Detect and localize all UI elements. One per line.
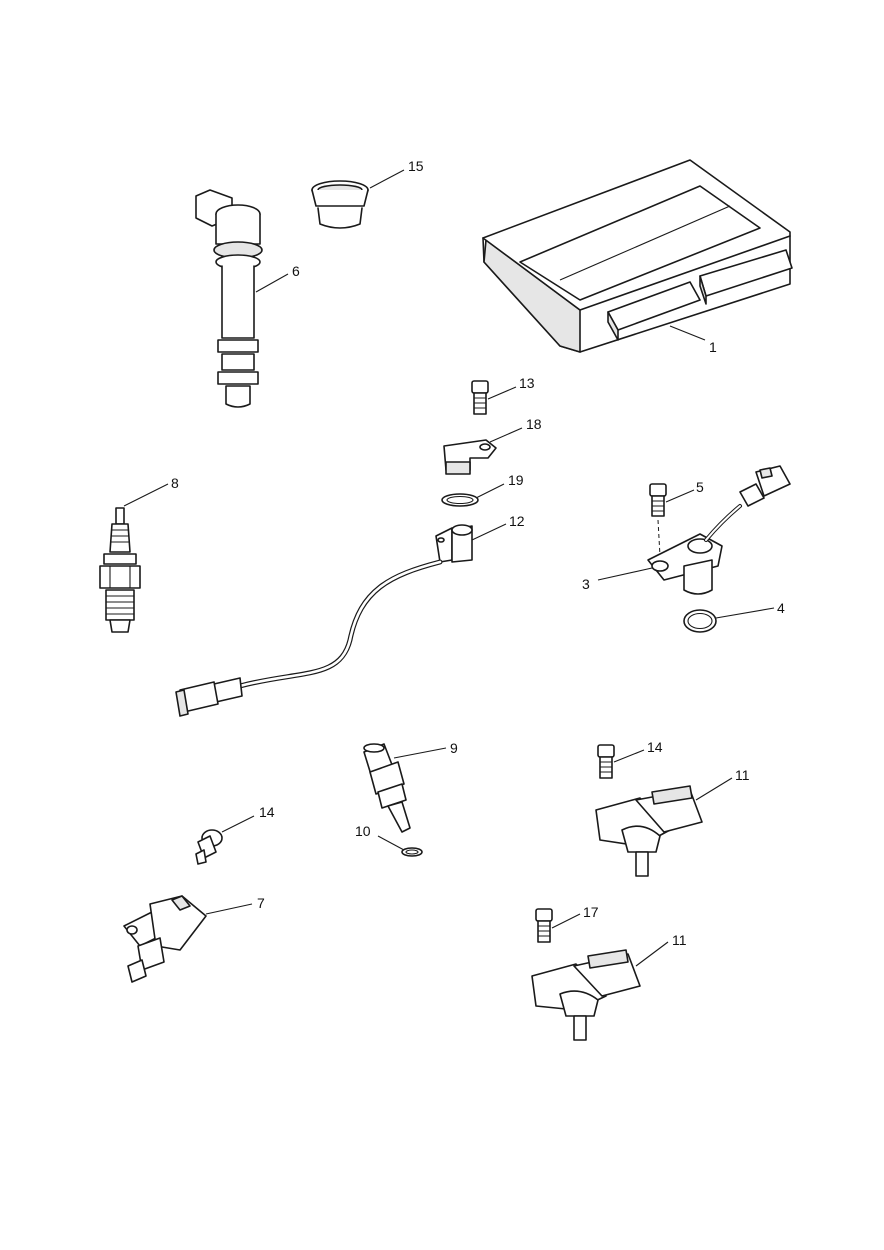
coil-boot	[311, 180, 369, 229]
bolt-17	[535, 908, 553, 943]
callout-10: 10	[355, 823, 371, 839]
map-sensor-upper	[595, 785, 703, 877]
callout-14-right: 14	[647, 739, 663, 755]
bolt-14-right	[597, 744, 615, 779]
bolt-13	[471, 380, 489, 415]
callout-4: 4	[777, 600, 785, 616]
callout-15: 15	[408, 158, 424, 174]
callout-14-left: 14	[259, 804, 275, 820]
pressure-sensor-7	[123, 895, 207, 983]
callout-1: 1	[709, 339, 717, 355]
sensor-bracket	[443, 439, 497, 475]
callout-13: 13	[519, 375, 535, 391]
temperature-sensor	[363, 743, 411, 833]
callout-8: 8	[171, 475, 179, 491]
callout-12: 12	[509, 513, 525, 529]
o-ring-19	[441, 493, 479, 507]
ignition-coil	[195, 189, 263, 408]
sensor-with-harness	[175, 524, 473, 717]
callout-11-upper: 11	[735, 767, 750, 783]
callout-5: 5	[696, 479, 704, 495]
callout-18: 18	[526, 416, 542, 432]
o-ring-4	[683, 609, 717, 633]
map-sensor-lower	[531, 949, 641, 1041]
bolt-14-left	[195, 829, 223, 865]
callout-7: 7	[257, 895, 265, 911]
callout-11-lower: 11	[672, 932, 687, 948]
leader-lines	[123, 169, 775, 967]
callout-6: 6	[292, 263, 300, 279]
washer-10	[401, 847, 423, 857]
callout-17: 17	[583, 904, 599, 920]
callout-3: 3	[582, 576, 590, 592]
callout-19: 19	[508, 472, 524, 488]
spark-plug	[99, 507, 141, 633]
bolt-5	[649, 483, 667, 557]
callout-9: 9	[450, 740, 458, 756]
speed-sensor	[647, 465, 791, 595]
ecu-unit	[482, 159, 793, 353]
